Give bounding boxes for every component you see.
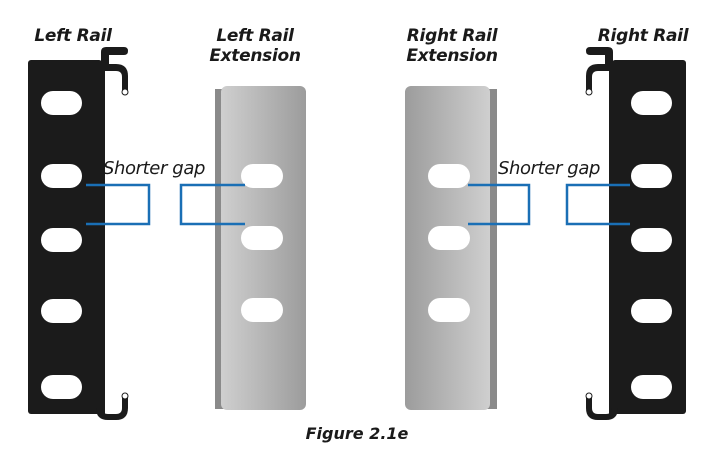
left-rail-hole bbox=[41, 164, 82, 188]
left-rail-hole bbox=[41, 299, 82, 323]
gap-brackets bbox=[86, 183, 630, 226]
left-extension-hole bbox=[241, 226, 283, 250]
right-extension-hole bbox=[428, 226, 470, 250]
right-extension-hole bbox=[428, 164, 470, 188]
right-extension-title-line1: Right Rail bbox=[406, 26, 498, 46]
right-rail-hole bbox=[631, 91, 672, 115]
right-rail-top-hook bbox=[586, 47, 613, 92]
right-extension-title-line2: Extension bbox=[406, 46, 498, 66]
right-rail-bottom-hook bbox=[586, 396, 618, 420]
left-rail-gap-bracket bbox=[86, 183, 151, 226]
right-extension-title: Right Rail Extension bbox=[392, 26, 512, 66]
right-extension-edge bbox=[487, 89, 497, 409]
left-extension-gap-bracket bbox=[179, 183, 245, 226]
left-rail-hole bbox=[41, 91, 82, 115]
figure-caption: Figure 2.1e bbox=[305, 424, 409, 443]
left-gap-label: Shorter gap bbox=[103, 158, 205, 179]
left-rail-top-hook-tip bbox=[121, 88, 129, 96]
left-rail-extension bbox=[215, 86, 306, 410]
left-rail bbox=[28, 47, 129, 420]
left-rail-title: Left Rail bbox=[18, 26, 128, 46]
right-rail-top-hook-tip bbox=[585, 88, 593, 96]
right-rail-hole bbox=[631, 228, 672, 252]
left-rail-top-hook bbox=[101, 47, 128, 92]
left-rail-title-line1: Left Rail bbox=[34, 26, 112, 46]
right-rail-extension bbox=[405, 86, 497, 410]
right-rail-hole bbox=[631, 164, 672, 188]
left-extension-title-line2: Extension bbox=[209, 46, 301, 66]
left-rail-bottom-hook-tip bbox=[121, 392, 129, 400]
right-gap-label: Shorter gap bbox=[498, 158, 600, 179]
right-rail-title: Right Rail bbox=[586, 26, 700, 46]
left-extension-title-line1: Left Rail bbox=[216, 26, 294, 46]
right-extension-gap-bracket bbox=[468, 183, 531, 226]
right-extension-hole bbox=[428, 298, 470, 322]
right-rail-hole bbox=[631, 299, 672, 323]
right-rail-gap-bracket bbox=[565, 183, 630, 226]
left-extension-edge bbox=[215, 89, 225, 409]
right-rail-hole bbox=[631, 375, 672, 399]
left-extension-hole bbox=[241, 164, 283, 188]
right-rail-flange bbox=[609, 60, 612, 414]
left-extension-title: Left Rail Extension bbox=[196, 26, 314, 66]
left-rail-flange bbox=[102, 60, 105, 414]
left-rail-bottom-hook bbox=[96, 396, 128, 420]
right-rail-bottom-hook-tip bbox=[585, 392, 593, 400]
left-extension-hole bbox=[241, 298, 283, 322]
right-rail-title-line1: Right Rail bbox=[597, 26, 689, 46]
left-rail-hole bbox=[41, 375, 82, 399]
right-rail bbox=[585, 47, 686, 420]
left-rail-hole bbox=[41, 228, 82, 252]
